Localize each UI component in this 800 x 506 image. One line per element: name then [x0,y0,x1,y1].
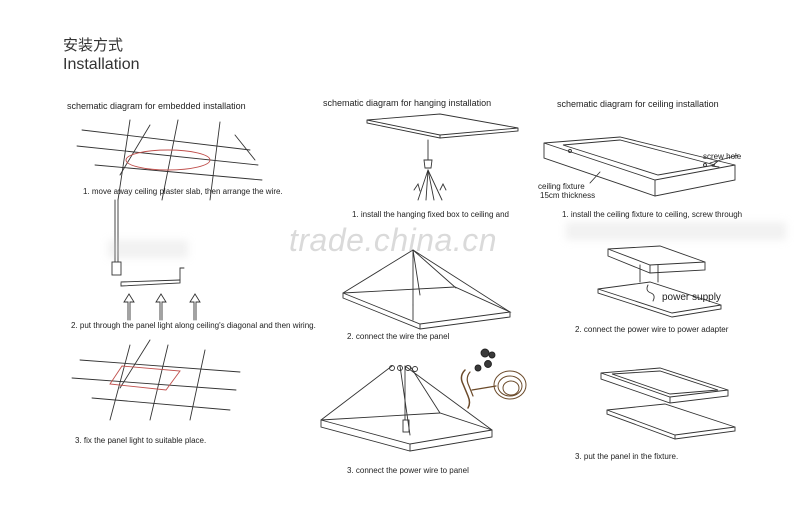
embedded-step-2: 2. put through the panel light along cei… [71,321,316,330]
embedded-step1-ceiling-grid [76,119,263,201]
hanging-step-3: 3. connect the power wire to panel [347,466,469,475]
smudge [108,240,188,258]
page-title: Installation [63,56,140,73]
hanging-hardware-kit [460,348,527,409]
watermark: trade.china.cn [289,222,498,258]
embedded-step-1: 1. move away ceiling plaster slab, then … [83,187,283,196]
embedded-step2-panel [111,199,201,321]
hanging-step-1: 1. install the hanging fixed box to ceil… [352,210,509,219]
screw-hole-label: screw hole [703,152,742,161]
embedded-step1-opening [125,149,211,171]
fixture-label-line1: ceiling fixture [538,182,585,191]
fixture-label-line2: 15cm thickness [540,191,596,200]
hanging-step1-slab [366,113,519,201]
ceiling-heading: schematic diagram for ceiling installati… [557,99,719,109]
embedded-step3-ceiling-grid [71,339,241,421]
ceiling-step1-fixture [543,136,739,197]
power-supply-label: power supply [662,292,721,303]
ceiling-step2-fixture [597,245,722,318]
hanging-step-2: 2. connect the wire the panel [347,332,450,341]
hanging-heading: schematic diagram for hanging installati… [323,98,492,108]
ceiling-step-2: 2. connect the power wire to power adapt… [575,325,729,334]
embedded-step-3: 3. fix the panel light to suitable place… [75,436,207,445]
embedded-heading: schematic diagram for embedded installat… [67,101,246,111]
hanging-step2-panel [342,249,512,330]
hanging-step3-panel [320,365,493,452]
ceiling-step3-fixture [600,367,736,440]
smudge [566,222,786,240]
embedded-step3-panel-outline [109,365,181,391]
power-driver [402,419,410,433]
ceiling-step-1: 1. install the ceiling fixture to ceilin… [562,210,743,219]
ceiling-step-3: 3. put the panel in the fixture. [575,452,679,461]
page-title-chinese: 安装方式 [63,36,124,54]
